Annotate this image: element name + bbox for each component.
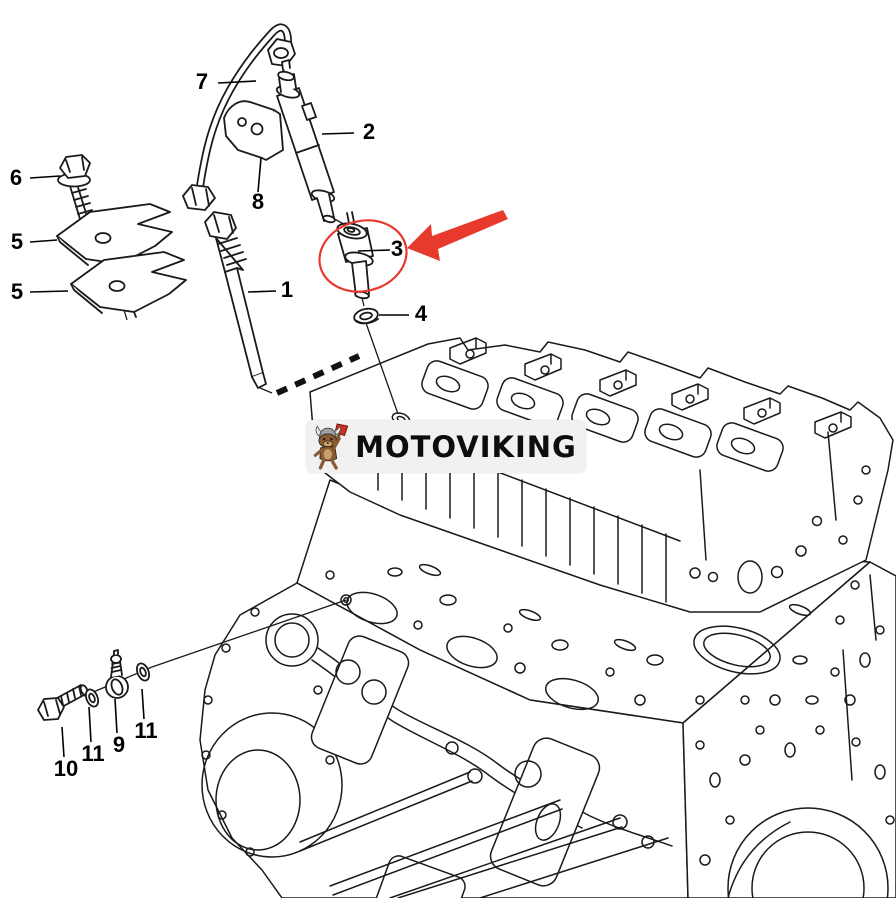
callout-2: 2 [362, 119, 376, 144]
highlight-circle [318, 219, 408, 293]
part-5-clamp-lower [70, 251, 187, 318]
engine-block [199, 479, 896, 898]
callout-1: 1 [280, 277, 294, 302]
callout-5b: 5 [10, 279, 24, 304]
callout-5a: 5 [10, 229, 24, 254]
cylinder-head [309, 337, 894, 613]
callout-4: 4 [414, 301, 428, 326]
viking-dog-mascot-icon [313, 422, 349, 470]
callout-7: 7 [195, 69, 209, 94]
part-10-banjo-bolt [37, 684, 89, 721]
part-8-pipe-clamp [223, 100, 284, 161]
highlight-arrow-icon [407, 210, 508, 261]
watermark-badge: MOTOVIKING [306, 420, 586, 473]
callout-8: 8 [251, 189, 265, 214]
part-4-sealing-washer [353, 307, 379, 325]
part-1-long-bolt [204, 211, 267, 389]
callout-leader-lines [29, 80, 409, 758]
callout-9: 9 [112, 732, 126, 757]
callout-6: 6 [9, 165, 23, 190]
callout-3: 3 [390, 236, 404, 261]
callout-10: 10 [53, 756, 79, 781]
callout-11b: 11 [134, 718, 158, 743]
part-11-washer-right [135, 662, 151, 682]
part-11-washer-left [84, 688, 100, 708]
dashed-reference-line [275, 353, 361, 396]
part-9-banjo-fitting [105, 649, 129, 699]
part-3-injector-sleeve [336, 211, 374, 300]
part-2-fuel-injector [275, 59, 336, 224]
highlight-annotation [318, 210, 508, 293]
part-6-flange-bolt [57, 154, 94, 230]
brand-wordmark: MOTOVIKING [355, 429, 577, 464]
callout-11a: 11 [81, 741, 105, 766]
part-7-fuel-pipe [182, 23, 296, 211]
